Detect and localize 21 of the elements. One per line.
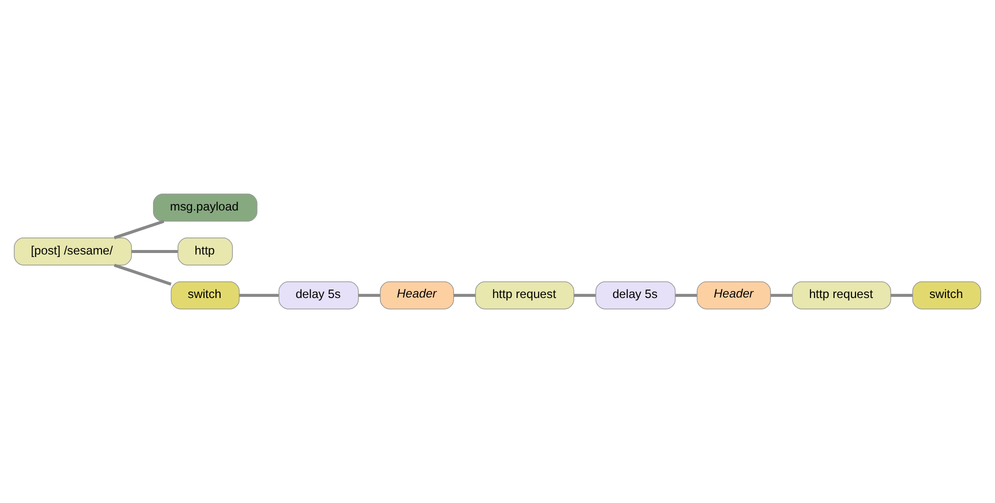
- connector: [114, 264, 172, 286]
- connector: [675, 294, 697, 297]
- node-box: switch: [170, 281, 240, 310]
- node-box: msg.payload: [153, 194, 258, 222]
- node-box: Header: [380, 281, 454, 310]
- node-box: http request: [475, 281, 574, 310]
- connector: [574, 294, 596, 297]
- connector: [114, 220, 164, 240]
- node-box: http request: [792, 281, 892, 310]
- node-box: [post] /sesame/: [14, 238, 132, 266]
- node-box: http: [178, 238, 233, 266]
- node-box: switch: [912, 281, 982, 310]
- connector: [770, 294, 792, 297]
- connector: [454, 294, 476, 297]
- connector: [132, 250, 178, 254]
- connector: [358, 294, 380, 297]
- connector: [239, 294, 279, 297]
- node-box: delay 5s: [595, 281, 676, 310]
- node-box: delay 5s: [278, 281, 359, 310]
- connector: [890, 294, 913, 297]
- node-box: Header: [696, 281, 771, 310]
